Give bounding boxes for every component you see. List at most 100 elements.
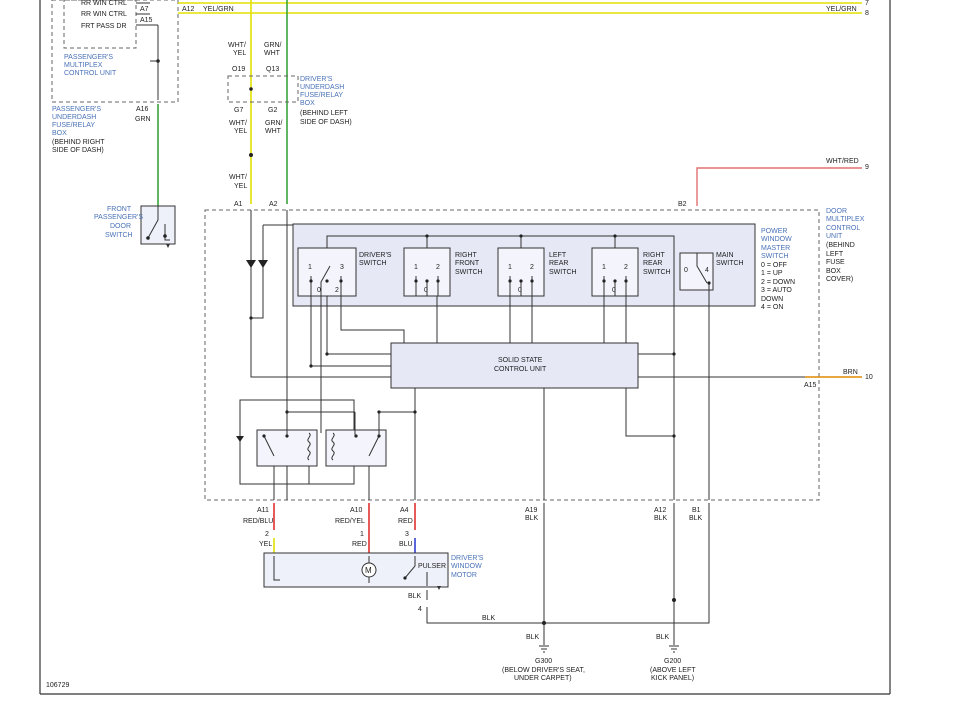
drv-fuse-line1: DRIVER'S <box>300 76 333 83</box>
motor-blk-a: BLK <box>408 593 422 600</box>
g200-wire: BLK <box>656 634 670 641</box>
passenger-fuse-line3: FUSE/RELAY <box>52 122 95 129</box>
lr-switch-n1: 1 <box>508 264 512 271</box>
motor-pin1: 1 <box>360 531 364 538</box>
page-frame <box>39 0 891 695</box>
lr-switch-n2: 2 <box>530 264 534 271</box>
drv-fuse-wire-right-a: GRN/ <box>264 42 282 49</box>
passenger-mcu-line1: PASSENGER'S <box>64 54 113 61</box>
fp-switch-line4: SWITCH <box>105 232 133 239</box>
pin-a7: A7 <box>140 6 149 13</box>
pin-g2: G2 <box>268 107 277 114</box>
drv-fuse-wire-left2-b: YEL <box>234 128 247 135</box>
pin-q13: Q13 <box>266 66 279 73</box>
rf-switch-l2: FRONT <box>455 260 480 267</box>
main-switch-n0: 0 <box>684 267 688 274</box>
drv-switch-l1: DRIVER'S <box>359 252 392 259</box>
drv-fuse-wire-right2-a: GRN/ <box>265 120 283 127</box>
drv-switch-n2: 2 <box>335 287 339 294</box>
dmcu-line4: UNIT <box>826 233 843 240</box>
rf-switch-l3: SWITCH <box>455 269 483 276</box>
door-multiplex-control-unit: A1 A2 B2 WHT/RED 9 DOOR MULTIPLEX CONTRO… <box>204 158 873 501</box>
rf-switch-n1: 1 <box>414 264 418 271</box>
wire-red-yel: RED/YEL <box>335 518 365 525</box>
rr-win-ctrl-1-label: RR WIN CTRL <box>81 0 127 7</box>
passenger-underdash-fuse-box: PASSENGER'S UNDERDASH FUSE/RELAY BOX (BE… <box>52 104 159 206</box>
pin-a2: A2 <box>269 201 278 208</box>
g300-wire: BLK <box>526 634 540 641</box>
main-switch-l2: SWITCH <box>716 260 744 267</box>
master-auto2: DOWN <box>761 296 783 303</box>
yel-grn-left-label: YEL/GRN <box>203 6 234 13</box>
rf-switch-n0: 0 <box>424 287 428 294</box>
ground-points: BLK G300 (BELOW DRIVER'S SEAT, UNDER CAR… <box>502 623 696 682</box>
drv-fuse-wire-right-b: WHT <box>264 50 281 57</box>
pin-a12-bottom: A12 <box>654 507 667 514</box>
motor-wire-red: RED <box>352 541 367 548</box>
master-off: 0 = OFF <box>761 262 787 269</box>
motor-line3: MOTOR <box>451 572 477 579</box>
rf-switch-l1: RIGHT <box>455 252 478 259</box>
master-up: 1 = UP <box>761 270 783 277</box>
passenger-fuse-note1: (BEHIND RIGHT <box>52 139 105 146</box>
master-line3: MASTER <box>761 245 790 252</box>
driver-underdash-fuse-box: WHT/ YEL GRN/ WHT O19 Q13 DRIVER'S UNDER… <box>227 0 352 204</box>
lr-switch-l3: SWITCH <box>549 269 577 276</box>
motor-blk-b: BLK <box>482 615 496 622</box>
drv-fuse-wire-left3-b: YEL <box>234 183 247 190</box>
pin-a15-top: A15 <box>140 17 153 24</box>
pin-g7: G7 <box>234 107 243 114</box>
main-switch-l1: MAIN <box>716 252 734 259</box>
drv-fuse-note1: (BEHIND LEFT <box>300 110 349 117</box>
wire-grn-a16: GRN <box>135 116 151 123</box>
motor-line1: DRIVER'S <box>451 555 484 562</box>
pin-a10: A10 <box>350 507 363 514</box>
diagram-id-code: 106729 <box>46 682 69 689</box>
brn-label: BRN <box>843 369 858 376</box>
fp-switch-line2: PASSENGER'S <box>94 214 143 221</box>
ref-8: 8 <box>865 10 869 17</box>
drivers-window-motor: 2 YEL 1 RED 3 BLU M PULSER DRIVER'S WIND… <box>259 531 496 622</box>
g300-note2: UNDER CARPET) <box>514 675 572 682</box>
top-yel-grn-wires: A12 YEL/GRN YEL/GRN 7 8 <box>178 0 869 17</box>
drv-fuse-line4: BOX <box>300 100 315 107</box>
motor-wire-blu: BLU <box>399 541 413 548</box>
motor-pin2: 2 <box>265 531 269 538</box>
master-line4: SWITCH <box>761 253 789 260</box>
fp-switch-line3: DOOR <box>110 223 131 230</box>
dmcu-line1: DOOR <box>826 208 847 215</box>
rr-win-ctrl-2-label: RR WIN CTRL <box>81 11 127 18</box>
wht-red-label: WHT/RED <box>826 158 859 165</box>
drv-switch-n1: 1 <box>308 264 312 271</box>
bottom-connectors: A11 RED/BLU A10 RED/YEL A4 RED A19 BLK A… <box>243 503 710 645</box>
ref-10: 10 <box>865 374 873 381</box>
pin-a16: A16 <box>136 106 149 113</box>
dmcu-line2: MULTIPLEX <box>826 216 865 223</box>
drv-switch-n0: 0 <box>317 287 321 294</box>
dmcu-note2: LEFT <box>826 251 844 258</box>
master-on: 4 = ON <box>761 304 783 311</box>
passenger-fuse-note2: SIDE OF DASH) <box>52 147 104 154</box>
dmcu-note3: FUSE <box>826 259 845 266</box>
drv-fuse-wire-right2-b: WHT <box>265 128 282 135</box>
drv-fuse-line2: UNDERDASH <box>300 84 344 91</box>
lr-switch-n0: 0 <box>518 287 522 294</box>
yel-grn-right-label: YEL/GRN <box>826 6 857 13</box>
pin-b2: B2 <box>678 201 687 208</box>
rr-switch-l3: SWITCH <box>643 269 671 276</box>
fp-switch-line1: FRONT <box>107 206 132 213</box>
g200-label: G200 <box>664 658 681 665</box>
drv-fuse-wire-left-b: YEL <box>233 50 246 57</box>
pin-a1: A1 <box>234 201 243 208</box>
ref-9: 9 <box>865 164 869 171</box>
drv-fuse-note2: SIDE OF DASH) <box>300 119 352 126</box>
motor-pin3: 3 <box>405 531 409 538</box>
pin-a19: A19 <box>525 507 538 514</box>
passenger-fuse-line2: UNDERDASH <box>52 114 96 121</box>
g200-note1: (ABOVE LEFT <box>650 667 696 674</box>
pin-o19: O19 <box>232 66 245 73</box>
motor-pulser: PULSER <box>418 563 446 570</box>
drv-switch-n3: 3 <box>340 264 344 271</box>
motor-pin4: 4 <box>418 606 422 613</box>
